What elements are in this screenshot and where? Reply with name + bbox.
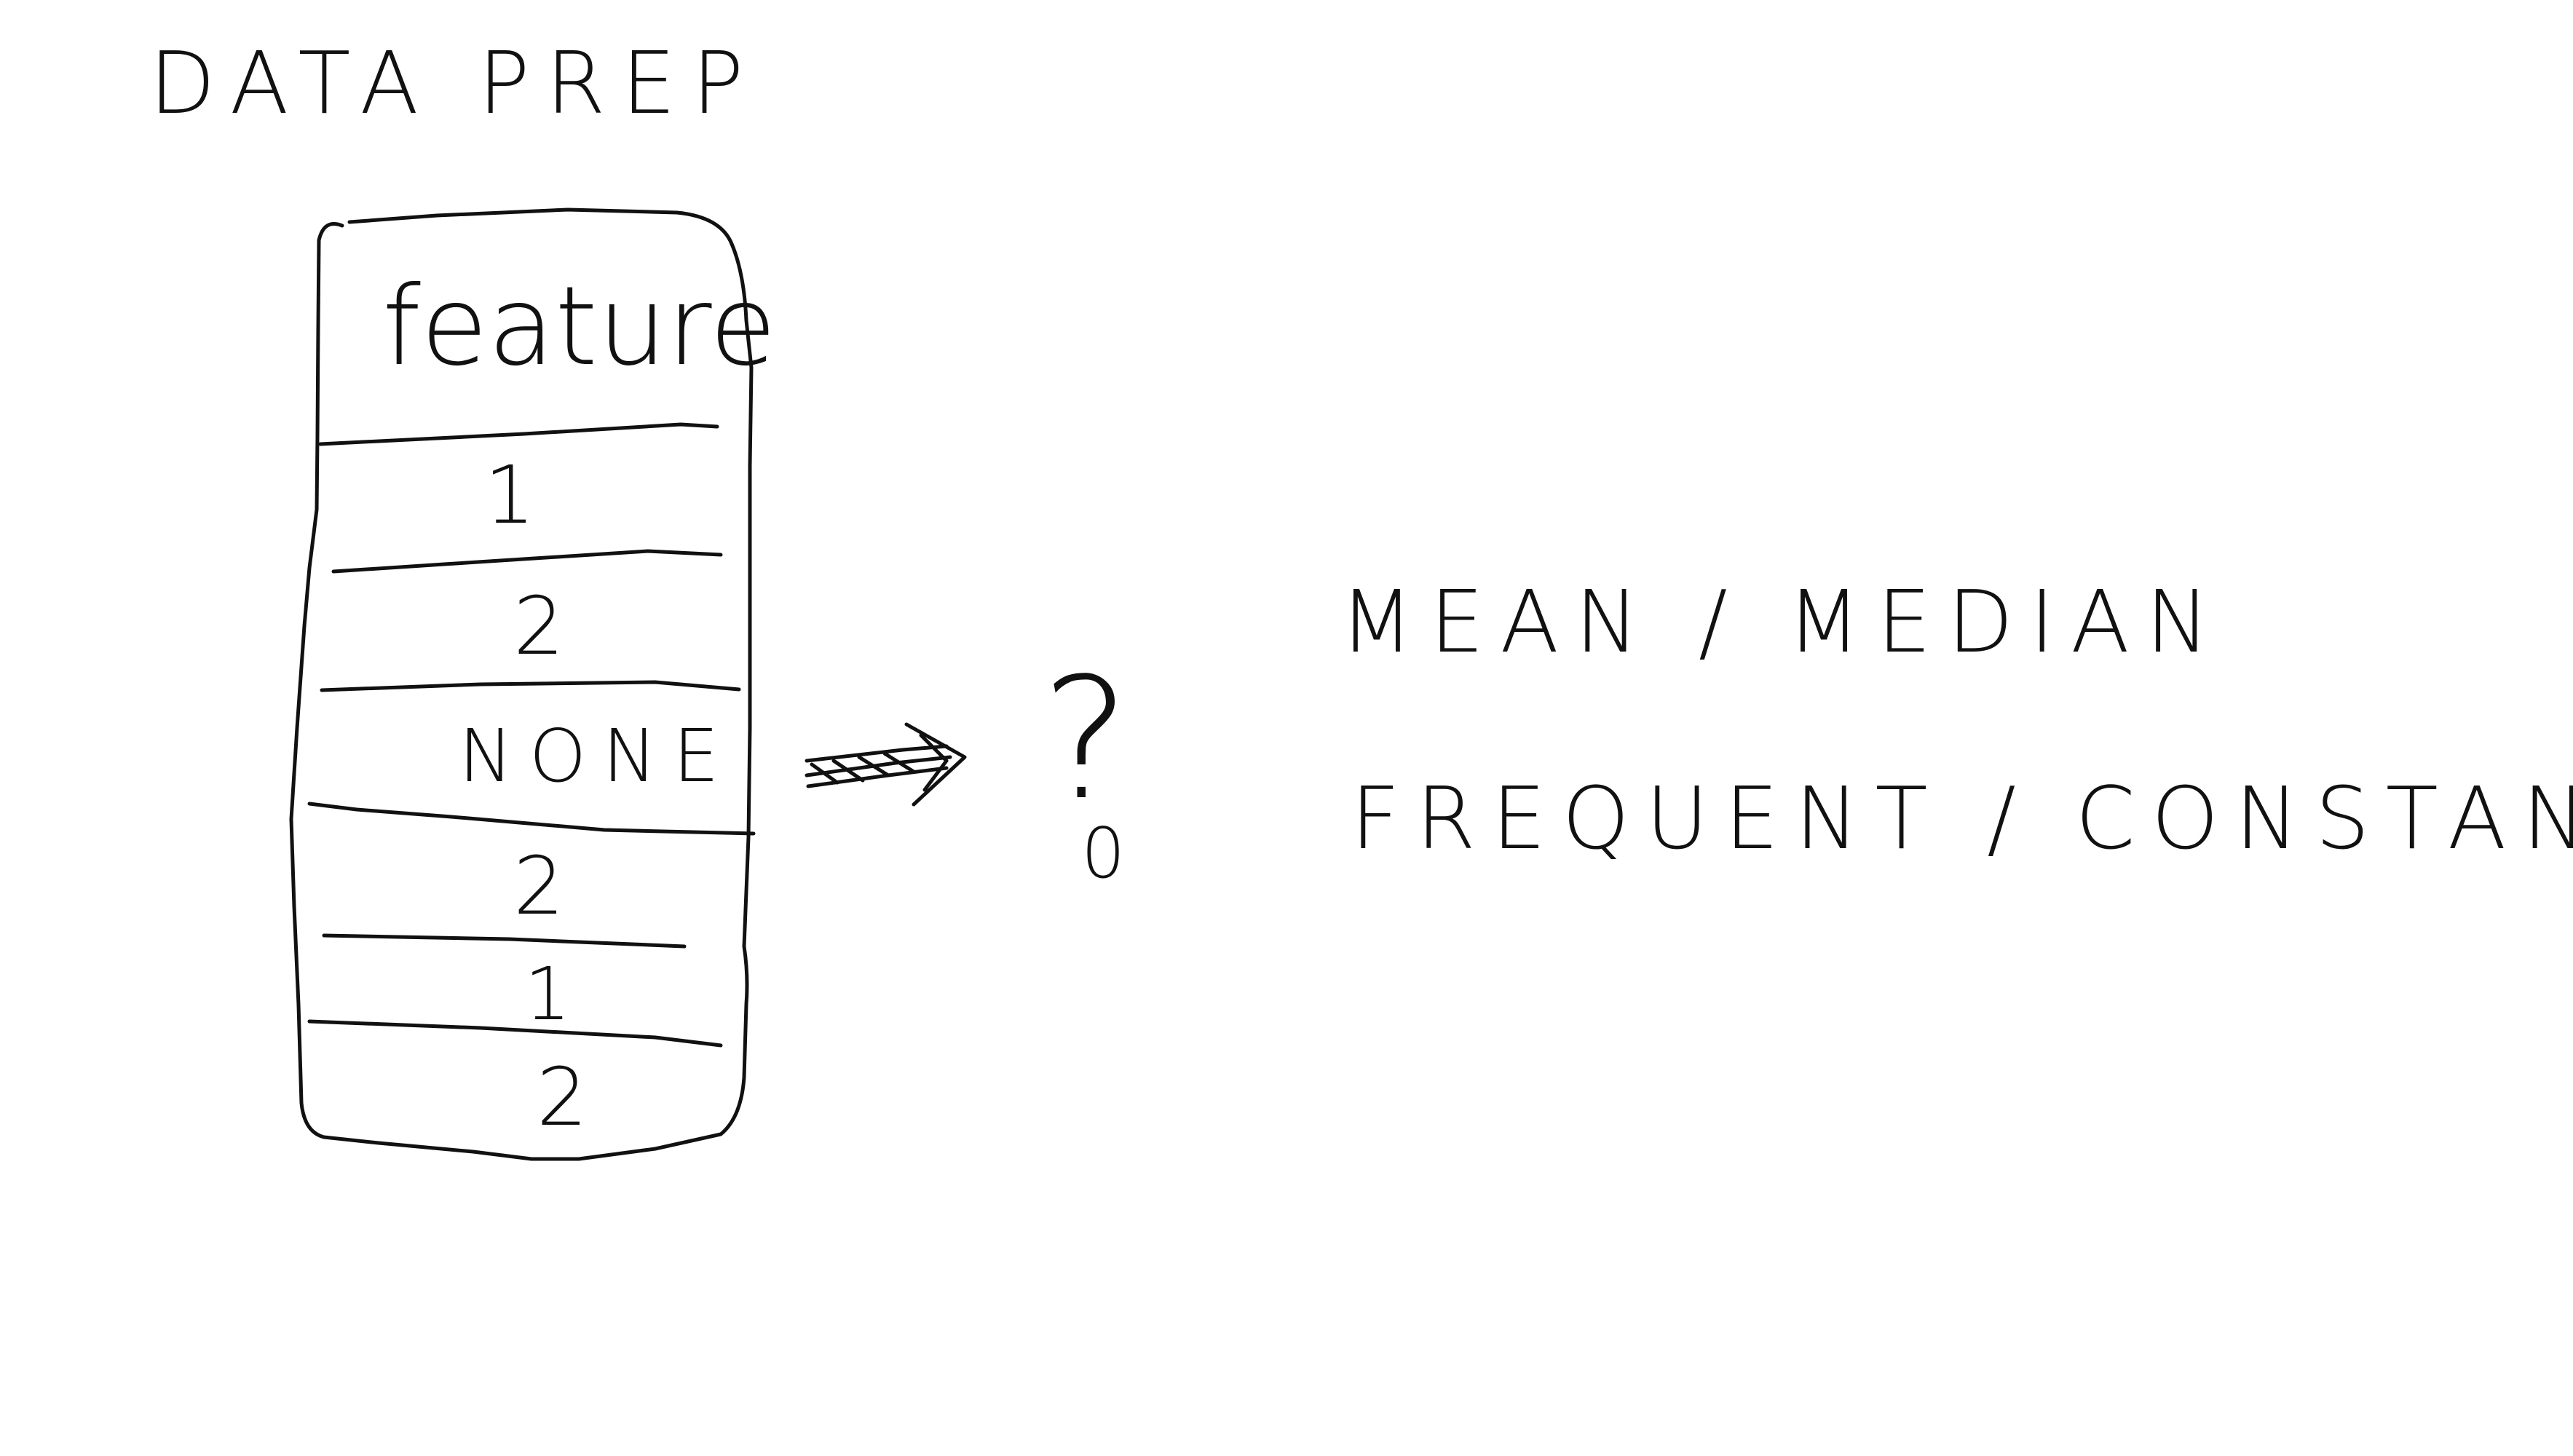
question-mark: ? xyxy=(1041,643,1130,837)
table-outline xyxy=(289,207,754,1161)
table-cell-1: 1 xyxy=(484,448,535,542)
strategy-mean-median: MEAN / MEDIAN xyxy=(1340,571,2226,672)
table-cell-5: 1 xyxy=(524,951,571,1037)
table-divider-1 xyxy=(331,549,723,574)
strategy-frequent-constant: FREQUENT / CONSTANT xyxy=(1351,768,2573,869)
table-cell-6: 2 xyxy=(537,1051,588,1144)
table-divider-header xyxy=(318,422,719,446)
table-header-feature: feature xyxy=(382,264,777,390)
table-cell-4: 2 xyxy=(513,839,564,933)
table-divider-5 xyxy=(307,1019,723,1048)
diagram-title: DATA PREP xyxy=(149,33,759,133)
table-cell-2: 2 xyxy=(513,579,564,673)
table-cell-3: NONE xyxy=(459,713,735,799)
table-divider-4 xyxy=(322,933,687,949)
table-divider-3 xyxy=(307,802,756,836)
table-divider-2 xyxy=(320,680,741,692)
feature-table: feature 1 2 NONE 2 1 2 xyxy=(289,207,777,1161)
zero-label: 0 xyxy=(1081,814,1125,894)
right-arrow-icon xyxy=(805,722,967,807)
